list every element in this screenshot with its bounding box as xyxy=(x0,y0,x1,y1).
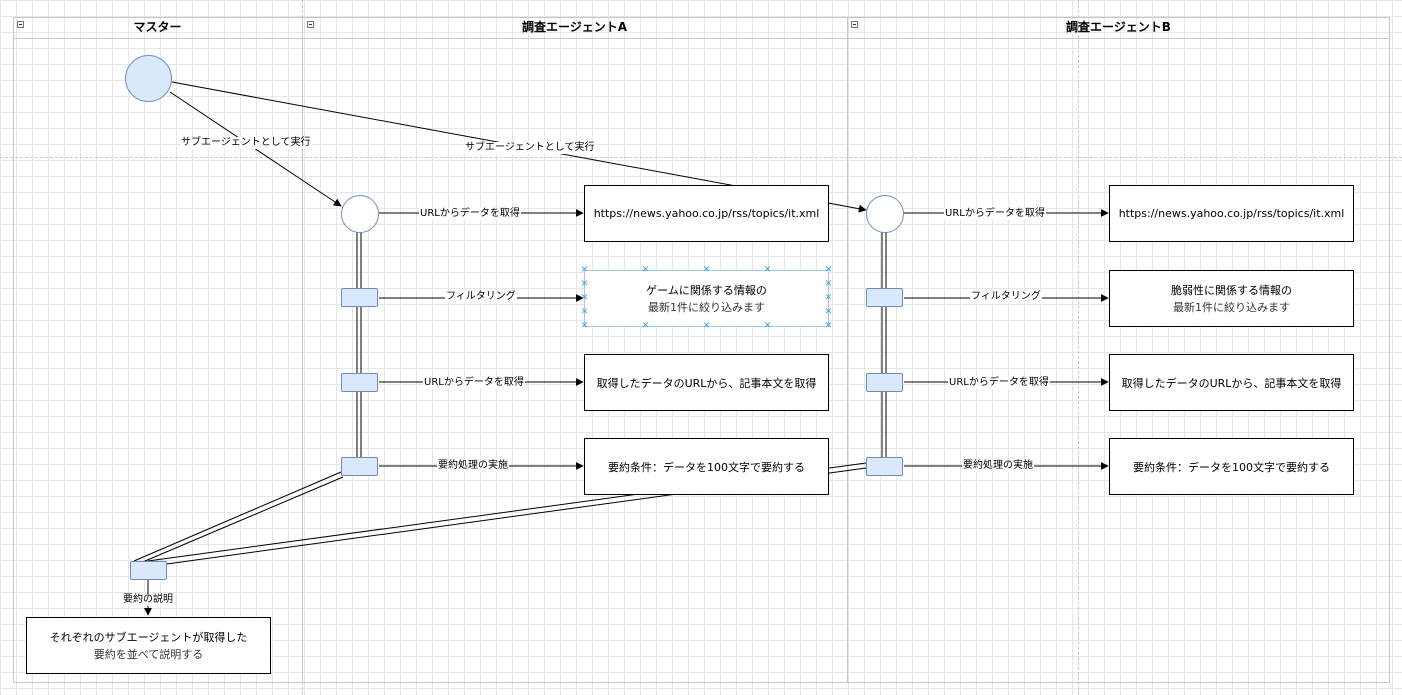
lane-header-divider xyxy=(13,38,1390,39)
box-text: 要約条件：データを100文字で要約する xyxy=(1133,460,1330,474)
edge-a-join[interactable] xyxy=(133,471,342,562)
box-text: 取得したデータのURLから、記事本文を取得 xyxy=(596,376,817,390)
lane-title-agent-b[interactable]: 調査エージェントB xyxy=(1066,20,1171,34)
agent-a-filter-box[interactable]: ゲームに関係する情報の 最新1件に絞り込みます xyxy=(584,270,829,327)
edge-label-a-filter[interactable]: フィルタリング xyxy=(445,291,517,303)
box-text: ゲームに関係する情報の xyxy=(646,284,767,297)
box-text: それぞれのサブエージェントが取得した xyxy=(49,631,248,644)
swimlane-pool xyxy=(13,17,1390,683)
selection-handle[interactable]: ✕ xyxy=(824,307,833,317)
selection-handle[interactable]: ✕ xyxy=(641,265,650,275)
agent-b-step-node[interactable] xyxy=(866,288,903,307)
edge-run-subagent-a[interactable] xyxy=(169,91,342,207)
agent-a-step-node[interactable] xyxy=(341,373,378,392)
agent-b-summary-box[interactable]: 要約条件：データを100文字で要約する xyxy=(1109,438,1354,495)
agent-a-body-box[interactable]: 取得したデータのURLから、記事本文を取得 xyxy=(584,354,829,411)
lane-title-master[interactable]: マスター xyxy=(133,20,182,34)
box-text: 取得したデータのURLから、記事本文を取得 xyxy=(1121,376,1342,390)
agent-b-step-node[interactable] xyxy=(866,373,903,392)
selection-handle[interactable]: ✕ xyxy=(580,321,589,331)
agent-a-step-node[interactable] xyxy=(341,457,378,476)
page-break-line xyxy=(0,157,1402,158)
edge-label-b-filter[interactable]: フィルタリング xyxy=(970,291,1042,303)
selection-handle[interactable]: ✕ xyxy=(702,321,711,331)
edge-label-run-subagent-b[interactable]: サブエージェントとして実行 xyxy=(464,142,596,154)
selection-handle[interactable]: ✕ xyxy=(580,307,589,317)
lane-title-agent-a[interactable]: 調査エージェントA xyxy=(521,20,628,34)
lane-separator xyxy=(302,17,303,683)
collapse-icon[interactable] xyxy=(307,21,314,28)
selection-handle[interactable]: ✕ xyxy=(824,293,833,303)
edge-label-b-fetch-2[interactable]: URLからデータを取得 xyxy=(948,377,1050,389)
agent-b-body-box[interactable]: 取得したデータのURLから、記事本文を取得 xyxy=(1109,354,1354,411)
selection-handle[interactable]: ✕ xyxy=(580,265,589,275)
selection-handle[interactable]: ✕ xyxy=(580,293,589,303)
master-start-node[interactable] xyxy=(125,55,172,102)
selection-handle[interactable]: ✕ xyxy=(580,279,589,289)
edge-label-a-fetch-2[interactable]: URLからデータを取得 xyxy=(423,377,525,389)
agent-b-step-node[interactable] xyxy=(866,457,903,476)
agent-b-filter-box[interactable]: 脆弱性に関係する情報の 最新1件に絞り込みます xyxy=(1109,270,1354,327)
edge-label-master-explain[interactable]: 要約の説明 xyxy=(122,594,174,606)
box-text-secondary: 最新1件に絞り込みます xyxy=(648,301,765,314)
edge-label-a-fetch[interactable]: URLからデータを取得 xyxy=(419,208,521,220)
box-text-secondary: 最新1件に絞り込みます xyxy=(1173,301,1290,314)
edge-label-run-subagent-a[interactable]: サブエージェントとして実行 xyxy=(180,137,312,149)
collapse-icon[interactable] xyxy=(851,21,858,28)
selection-handle[interactable]: ✕ xyxy=(763,265,772,275)
agent-a-start-node[interactable] xyxy=(341,195,379,233)
agent-b-rss-box[interactable]: https://news.yahoo.co.jp/rss/topics/it.x… xyxy=(1109,185,1354,242)
box-text: https://news.yahoo.co.jp/rss/topics/it.x… xyxy=(1118,207,1345,220)
master-result-box[interactable]: それぞれのサブエージェントが取得した 要約を並べて説明する xyxy=(26,617,271,674)
selection-handle[interactable]: ✕ xyxy=(824,321,833,331)
agent-a-summary-box[interactable]: 要約条件：データを100文字で要約する xyxy=(584,438,829,495)
master-join-node[interactable] xyxy=(130,561,167,580)
selection-handle[interactable]: ✕ xyxy=(824,279,833,289)
box-text: 要約条件：データを100文字で要約する xyxy=(608,460,805,474)
agent-a-rss-box[interactable]: https://news.yahoo.co.jp/rss/topics/it.x… xyxy=(584,185,829,242)
lane-separator xyxy=(847,17,848,683)
edge-label-b-summarize[interactable]: 要約処理の実施 xyxy=(962,460,1034,472)
selection-handle[interactable]: ✕ xyxy=(641,321,650,331)
box-text-secondary: 要約を並べて説明する xyxy=(93,648,204,661)
agent-a-step-node[interactable] xyxy=(341,288,378,307)
selection-handle[interactable]: ✕ xyxy=(763,321,772,331)
box-text: https://news.yahoo.co.jp/rss/topics/it.x… xyxy=(593,207,820,220)
page-break-line xyxy=(1078,0,1079,695)
collapse-icon[interactable] xyxy=(17,21,24,28)
selection-handle[interactable]: ✕ xyxy=(824,265,833,275)
edge-label-b-fetch[interactable]: URLからデータを取得 xyxy=(944,208,1046,220)
edge-label-a-summarize[interactable]: 要約処理の実施 xyxy=(437,460,509,472)
agent-b-start-node[interactable] xyxy=(866,195,904,233)
selection-handle[interactable]: ✕ xyxy=(702,265,711,275)
box-text: 脆弱性に関係する情報の xyxy=(1171,284,1292,297)
